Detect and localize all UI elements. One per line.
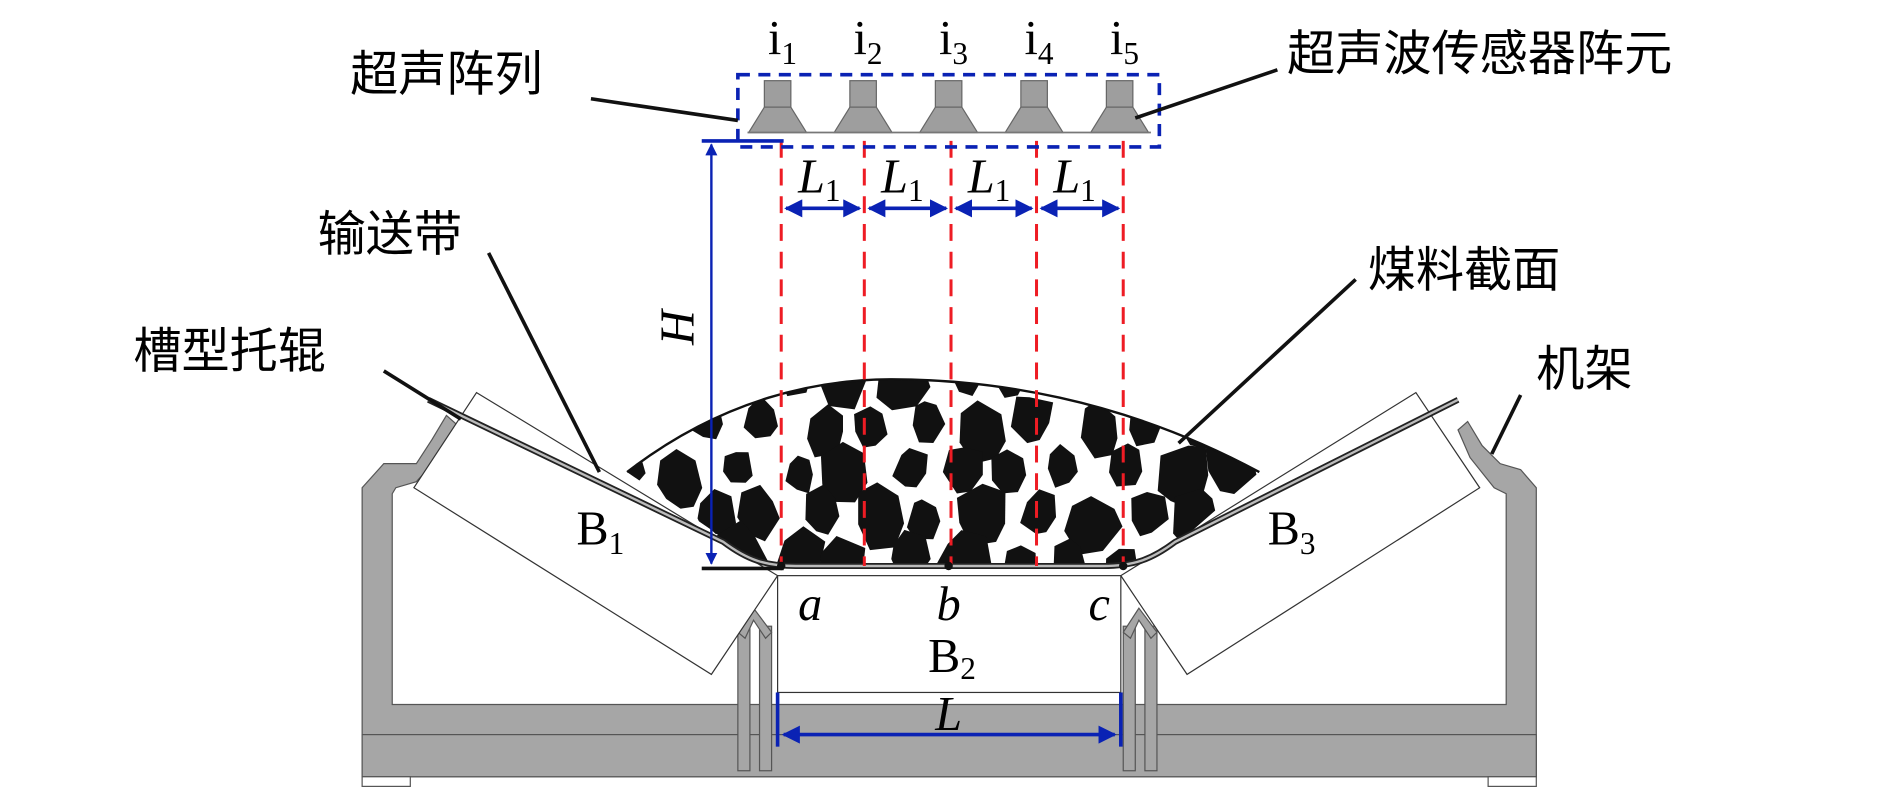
coal-lump bbox=[1020, 489, 1057, 534]
ultrasonic-sensor bbox=[1004, 80, 1065, 134]
ultrasonic-rays bbox=[779, 140, 1125, 567]
roller-label-b3: B3 bbox=[1268, 502, 1316, 561]
coal-lump bbox=[820, 441, 868, 503]
coal-lump bbox=[723, 452, 753, 483]
coal-lump bbox=[1047, 444, 1078, 488]
coal-lump bbox=[858, 482, 905, 551]
coal-lump bbox=[953, 379, 983, 396]
spacing-dimensions: L1 L1 L1 L1 bbox=[784, 151, 1121, 218]
coal-lump bbox=[658, 379, 695, 412]
coal-lump bbox=[774, 526, 826, 567]
label-coal-section: 煤料截面 bbox=[1368, 243, 1561, 299]
height-dimension: H bbox=[651, 139, 784, 571]
spacing-label: L1 bbox=[967, 151, 1010, 208]
coal-lump bbox=[854, 406, 888, 448]
sensor-label: i4 bbox=[1024, 12, 1053, 71]
sensor-label: i5 bbox=[1110, 12, 1139, 71]
label-conveyor-belt: 输送带 bbox=[318, 206, 462, 262]
coal-lump bbox=[906, 499, 941, 540]
coal-lump bbox=[1098, 379, 1144, 404]
label-trough-idler: 槽型托辊 bbox=[133, 323, 326, 379]
coal-lump bbox=[737, 484, 780, 542]
height-label: H bbox=[651, 308, 704, 346]
spacing-label: L1 bbox=[880, 151, 923, 208]
coal-lump bbox=[959, 400, 1006, 464]
leader-lines bbox=[382, 68, 1523, 473]
label-sensor-element: 超声波传感器阵元 bbox=[1287, 26, 1672, 82]
coal-lump bbox=[627, 379, 643, 400]
label-frame: 机架 bbox=[1536, 341, 1632, 397]
idler-rollers bbox=[413, 391, 1481, 694]
coal-lump bbox=[657, 448, 703, 510]
coal-lump bbox=[991, 449, 1027, 494]
coal-lump bbox=[1105, 548, 1138, 567]
coal-lump bbox=[1131, 491, 1169, 537]
sensor-label: i2 bbox=[853, 12, 882, 71]
roller-label-b1: B1 bbox=[576, 502, 624, 561]
coal-lump bbox=[819, 536, 866, 567]
ultrasonic-sensor bbox=[1089, 80, 1150, 134]
coal-lump bbox=[807, 404, 843, 458]
spacing-label: L1 bbox=[797, 151, 840, 208]
coal-lump bbox=[805, 484, 840, 535]
point-b: b bbox=[937, 578, 961, 631]
roller-b3 bbox=[1119, 391, 1481, 676]
coal-lump bbox=[818, 379, 868, 410]
coal-lump bbox=[876, 379, 931, 411]
points: a b c bbox=[777, 561, 1128, 631]
point-c: c bbox=[1088, 578, 1109, 631]
coal-lump bbox=[1064, 496, 1123, 555]
coal-lump bbox=[934, 530, 992, 567]
sensor-label: i3 bbox=[939, 12, 968, 71]
width-dimension: L bbox=[775, 688, 1123, 747]
point-a: a bbox=[798, 578, 822, 631]
roller-b1 bbox=[413, 391, 779, 676]
coal-lump bbox=[1010, 396, 1054, 444]
coal-lump bbox=[1109, 443, 1143, 487]
coal-lump bbox=[956, 483, 1006, 546]
coal-lump bbox=[1002, 545, 1037, 567]
roller-label-b2: B2 bbox=[928, 630, 976, 686]
coal-lump bbox=[743, 395, 778, 439]
coal-lump bbox=[785, 455, 813, 494]
label-ultrasonic-array: 超声阵列 bbox=[350, 46, 543, 102]
coal-lump bbox=[1247, 395, 1260, 449]
coal-lump bbox=[912, 401, 946, 444]
coal-lump bbox=[892, 447, 928, 488]
sensor-label: i1 bbox=[768, 12, 797, 71]
width-label: L bbox=[934, 688, 962, 741]
coal-lump bbox=[1165, 379, 1211, 406]
coal-lump bbox=[1080, 400, 1118, 459]
coal-lump bbox=[1056, 379, 1085, 397]
coal-lump bbox=[717, 379, 757, 402]
roller-b2 bbox=[777, 575, 1122, 694]
ultrasonic-sensor bbox=[918, 80, 979, 134]
coal-lump bbox=[643, 408, 673, 443]
coal-lump bbox=[942, 447, 983, 494]
sensor-array: i1 i2 i3 i4 i5 bbox=[747, 12, 1150, 134]
spacing-label: L1 bbox=[1052, 151, 1095, 208]
ultrasonic-sensor bbox=[747, 80, 808, 134]
ultrasonic-sensor bbox=[833, 80, 894, 134]
